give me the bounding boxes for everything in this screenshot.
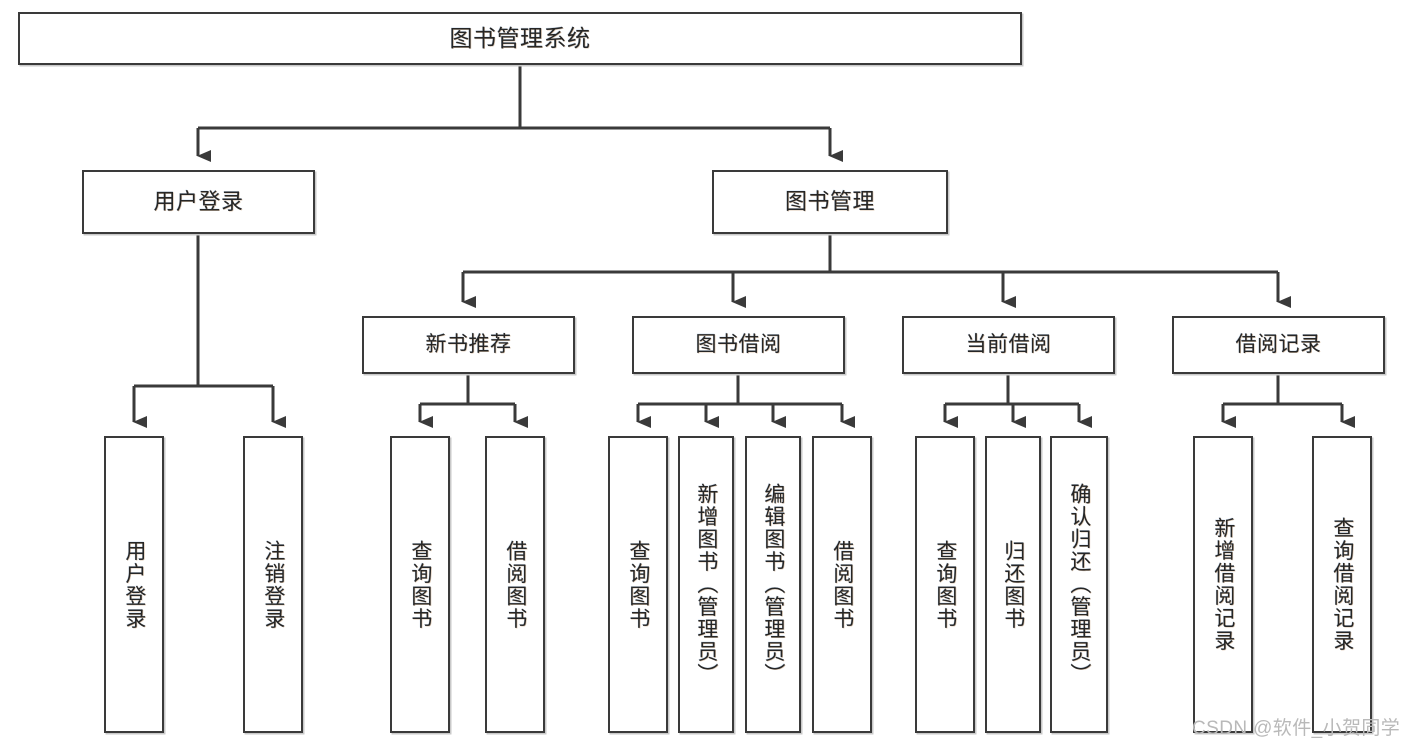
node-label: 注销登录 <box>261 539 285 630</box>
node-user-login[interactable]: 用户登录 <box>82 170 315 234</box>
leaf-node-add-borrow-record[interactable]: 新增借阅记录 <box>1193 436 1253 733</box>
node-label: 用户登录 <box>153 189 244 215</box>
node-label: 查询图书 <box>626 539 650 630</box>
node-label: 查询借阅记录 <box>1330 517 1354 652</box>
node-new-book-recommendation[interactable]: 新书推荐 <box>362 316 575 374</box>
node-label: 图书借阅 <box>695 332 782 356</box>
leaf-node-edit-book-admin[interactable]: 编辑图书（管理员） <box>745 436 801 733</box>
leaf-node-confirm-return-admin[interactable]: 确认归还（管理员） <box>1050 436 1108 733</box>
node-book-management[interactable]: 图书管理 <box>712 170 948 234</box>
leaf-node-recommend-borrow-book[interactable]: 借阅图书 <box>485 436 545 733</box>
node-label: 借阅记录 <box>1235 332 1322 356</box>
node-label: 新增借阅记录 <box>1211 517 1235 652</box>
node-root-book-management-system[interactable]: 图书管理系统 <box>18 12 1022 65</box>
node-label: 归还图书 <box>1001 539 1025 630</box>
node-label: 借阅图书 <box>830 539 854 630</box>
leaf-node-return-book[interactable]: 归还图书 <box>985 436 1041 733</box>
node-label: 借阅图书 <box>503 539 527 630</box>
node-label: 图书管理 <box>784 189 875 215</box>
leaf-node-user-logout[interactable]: 注销登录 <box>243 436 303 733</box>
node-current-borrow[interactable]: 当前借阅 <box>902 316 1115 374</box>
leaf-node-borrow-query-book[interactable]: 查询图书 <box>608 436 668 733</box>
node-label: 编辑图书（管理员） <box>761 483 785 686</box>
node-label: 当前借阅 <box>965 332 1052 356</box>
leaf-node-current-query-book[interactable]: 查询图书 <box>915 436 975 733</box>
node-label: 新增图书（管理员） <box>694 483 718 686</box>
node-label: 查询图书 <box>933 539 957 630</box>
leaf-node-query-borrow-record[interactable]: 查询借阅记录 <box>1312 436 1372 733</box>
leaf-node-borrow-book[interactable]: 借阅图书 <box>812 436 872 733</box>
node-label: 用户登录 <box>122 539 146 630</box>
node-label: 图书管理系统 <box>449 25 591 52</box>
node-label: 确认归还（管理员） <box>1067 483 1091 686</box>
leaf-node-user-login[interactable]: 用户登录 <box>104 436 164 733</box>
leaf-node-recommend-query-book[interactable]: 查询图书 <box>390 436 450 733</box>
leaf-node-add-book-admin[interactable]: 新增图书（管理员） <box>678 436 734 733</box>
node-book-borrow[interactable]: 图书借阅 <box>632 316 845 374</box>
node-borrow-record[interactable]: 借阅记录 <box>1172 316 1385 374</box>
node-label: 查询图书 <box>408 539 432 630</box>
node-label: 新书推荐 <box>425 332 512 356</box>
